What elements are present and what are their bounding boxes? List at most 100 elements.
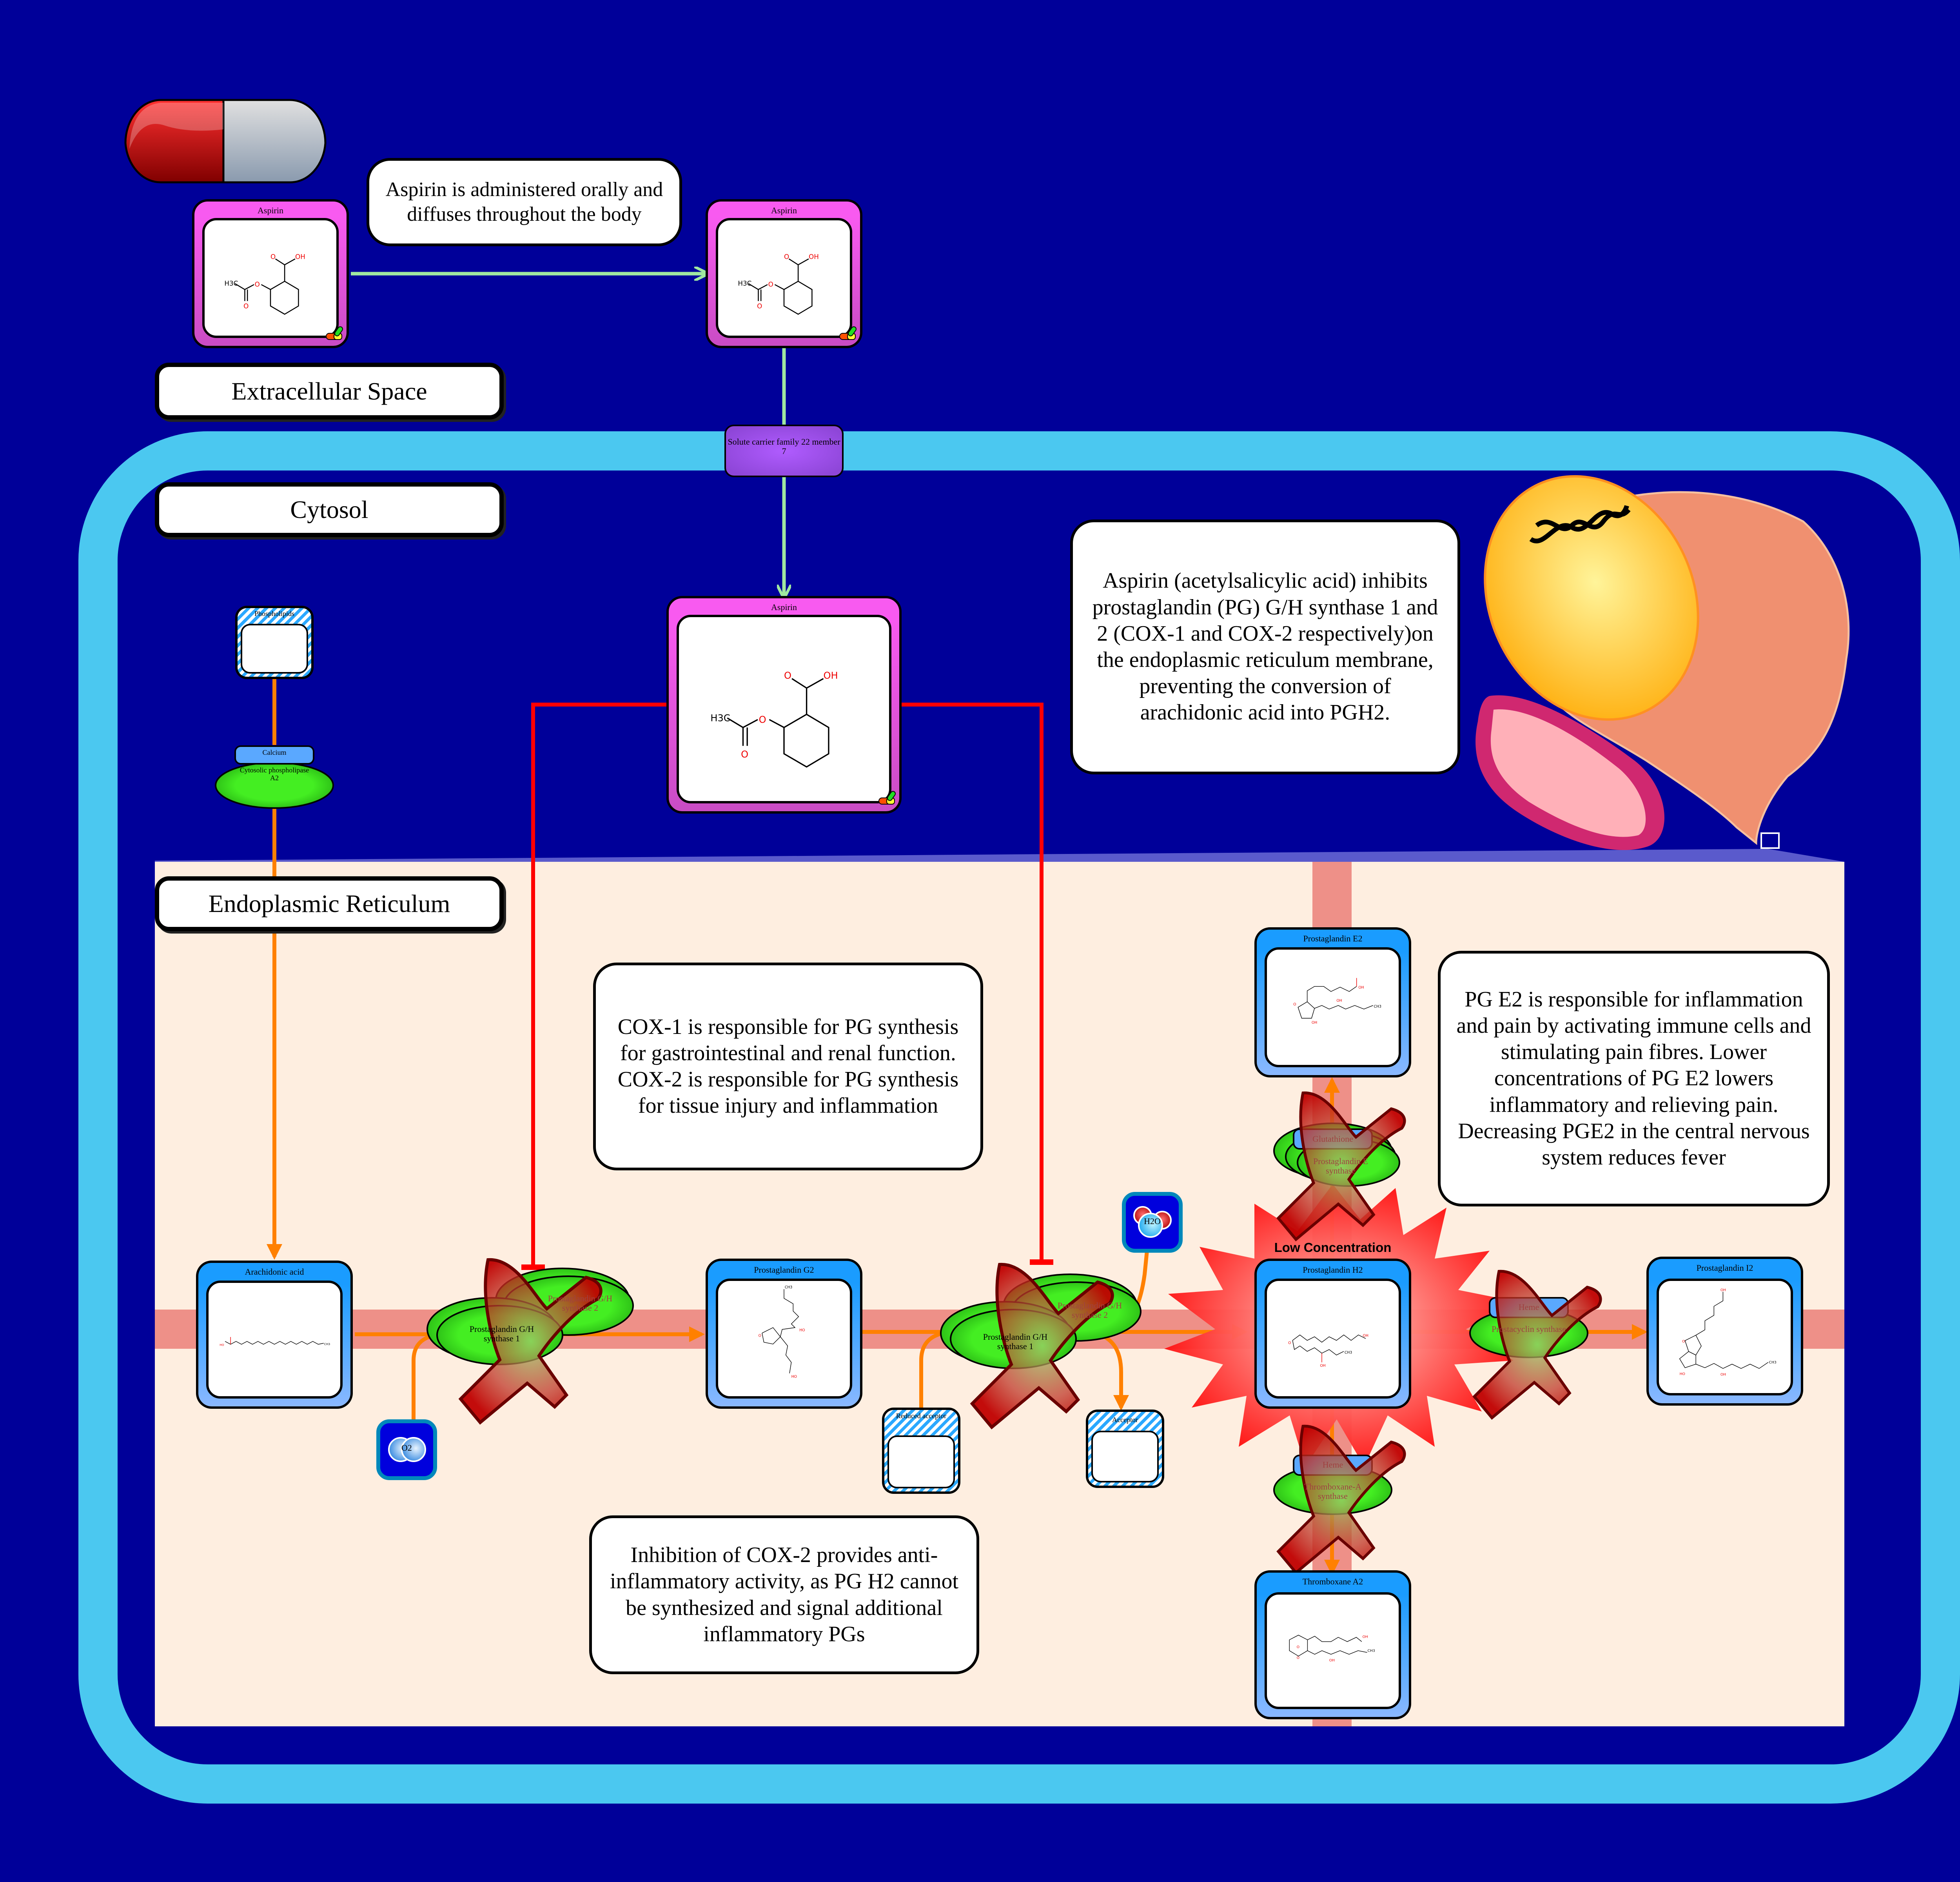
pgi2-structure: OH O HO OH CH3 bbox=[1679, 1288, 1777, 1377]
o-label: O bbox=[1297, 1645, 1299, 1649]
ch3-label: CH3 bbox=[1345, 1350, 1352, 1355]
cross-icon-txas bbox=[1276, 1424, 1406, 1575]
oh-label: OH bbox=[824, 670, 838, 681]
oh-label: OH bbox=[1720, 1373, 1726, 1377]
metabolite-title: Arachidonic acid bbox=[245, 1267, 304, 1277]
txas-label[interactable]: Thromboxane-A synthase bbox=[1304, 1482, 1362, 1501]
note-pge2: PG E2 is responsible for inflammation an… bbox=[1438, 951, 1830, 1206]
mitochondrion-illustration bbox=[1475, 695, 1664, 850]
cross-icon-pgis bbox=[1472, 1270, 1602, 1420]
oh-label: OH bbox=[1312, 1021, 1317, 1025]
metabolite-prostaglandin-g2[interactable]: Prostaglandin G2 O HO HO CH3 bbox=[706, 1259, 862, 1409]
ho-label: HO bbox=[799, 1328, 805, 1332]
o-label: O bbox=[1293, 1002, 1296, 1006]
compartment-label-extracellular: Extracellular Space bbox=[155, 363, 504, 420]
calcium-label: Calcium bbox=[262, 748, 287, 756]
cpla2-label[interactable]: Cytosolic phospholipase A2 bbox=[240, 766, 309, 782]
note-aspirin-inhibits: Aspirin (acetylsalicylic acid) inhibits … bbox=[1070, 520, 1460, 774]
metabolite-arachidonic-acid[interactable]: Arachidonic acid HO CH3 bbox=[196, 1261, 353, 1409]
oh-label: OH bbox=[1358, 985, 1364, 990]
aspirin-structure: H3C O O O OH bbox=[738, 253, 819, 315]
ch3-label: CH3 bbox=[1374, 1005, 1382, 1009]
oh-label: OH bbox=[1336, 999, 1342, 1003]
h3c-label: H3C bbox=[224, 279, 238, 287]
metabolite-title: Prostaglandin I2 bbox=[1696, 1263, 1753, 1273]
o-label: O bbox=[270, 253, 276, 260]
txa2-structure: O O OH OH CH3 bbox=[1289, 1635, 1375, 1663]
metabolite-title: Acceptor bbox=[1112, 1416, 1138, 1424]
ho-label: HO bbox=[791, 1375, 797, 1379]
h3c-label: H3C bbox=[738, 279, 751, 287]
metabolite-aspirin-extracellular[interactable]: Aspirin H3C O O O OH bbox=[192, 199, 349, 348]
metabolite-prostaglandin-i2[interactable]: Prostaglandin I2 OH O HO OH CH3 bbox=[1646, 1257, 1803, 1406]
o-label: O bbox=[784, 670, 791, 681]
ch3-label: CH3 bbox=[785, 1285, 793, 1290]
er-edge bbox=[155, 849, 1844, 862]
glutathione-label: Glutathione bbox=[1312, 1134, 1353, 1144]
o-label: O bbox=[768, 280, 773, 288]
o-label: O bbox=[759, 1333, 761, 1338]
o2-label: O2 bbox=[401, 1443, 412, 1453]
drug-badge-icon bbox=[878, 790, 898, 806]
inhibition-cox2 bbox=[902, 703, 1053, 1265]
heme-label-pgis: Heme bbox=[1518, 1302, 1539, 1312]
metabolite-phospholipids[interactable]: Phospholipids bbox=[235, 606, 314, 679]
cross-icon-pges bbox=[1276, 1091, 1406, 1242]
h2o-icon bbox=[1122, 1192, 1183, 1253]
low-concentration-label: Low Concentration bbox=[1274, 1240, 1392, 1255]
note-cox-roles: COX-1 is responsible for PG synthesis fo… bbox=[593, 963, 983, 1170]
metabolite-title: Reduced acceptor bbox=[896, 1412, 947, 1420]
oh-label: OH bbox=[1363, 1333, 1368, 1338]
ho-label: HO bbox=[1680, 1372, 1685, 1376]
metabolite-title: Prostaglandin G2 bbox=[754, 1265, 814, 1275]
transporter-label[interactable]: Solute carrier family 22 member 7 bbox=[728, 437, 840, 456]
aspirin-structure: H3C O O O OH bbox=[224, 253, 305, 315]
calcium-cofactor bbox=[234, 745, 314, 765]
cox1-label-b[interactable]: Prostaglandin G/H synthase 1 bbox=[983, 1332, 1048, 1352]
note-cox2-inhibition: Inhibition of COX-2 provides anti-inflam… bbox=[589, 1515, 979, 1674]
metabolite-prostaglandin-h2[interactable]: Prostaglandin H2 O OH OH CH3 bbox=[1254, 1259, 1411, 1409]
oh-label: OH bbox=[1329, 1659, 1335, 1663]
metabolite-thromboxane-a2[interactable]: Thromboxane A2 O O OH OH CH3 bbox=[1254, 1570, 1411, 1719]
metabolite-aspirin-membrane[interactable]: Aspirin H3C O O O OH bbox=[706, 199, 862, 348]
pgis-label[interactable]: Prostacyclin synthase bbox=[1491, 1324, 1566, 1334]
aspirin-structure: H3C O O O OH bbox=[710, 670, 838, 768]
o-label: O bbox=[255, 280, 260, 288]
metabolite-title: Aspirin bbox=[771, 602, 797, 612]
oh-label: OH bbox=[809, 253, 819, 260]
cell-membrane bbox=[78, 431, 1960, 1804]
o-label: O bbox=[741, 749, 748, 760]
ch3-label: CH3 bbox=[1769, 1360, 1777, 1364]
o-label: O bbox=[784, 253, 789, 260]
compartment-label-cytosol: Cytosol bbox=[155, 482, 504, 537]
nucleus-illustration bbox=[1484, 475, 1699, 721]
ch3-label: CH3 bbox=[1368, 1649, 1375, 1653]
cox2-label[interactable]: Prostaglandin G/H synthase 2 bbox=[548, 1293, 613, 1313]
metabolite-aspirin-cytosol[interactable]: Aspirin H3C O O O OH bbox=[666, 596, 902, 814]
metabolite-acceptor[interactable]: Acceptor bbox=[1086, 1410, 1164, 1488]
drug-badge-icon bbox=[325, 325, 345, 341]
metabolite-prostaglandin-e2[interactable]: Prostaglandin E2 O OH OH OH CH3 bbox=[1254, 927, 1411, 1077]
dna-icon bbox=[1529, 505, 1631, 543]
cox1-label[interactable]: Prostaglandin G/H synthase 1 bbox=[469, 1324, 534, 1344]
o-label: O bbox=[757, 302, 762, 310]
metabolite-title: Prostaglandin H2 bbox=[1303, 1265, 1363, 1275]
metabolite-title: Thromboxane A2 bbox=[1302, 1577, 1363, 1586]
o-label: O bbox=[1288, 1341, 1291, 1345]
drug-badge-icon bbox=[839, 325, 858, 341]
pges-label[interactable]: Prostaglandin E synthase bbox=[1313, 1156, 1368, 1176]
pgh2-structure: O OH OH CH3 bbox=[1288, 1333, 1368, 1368]
cross-icon-cox1 bbox=[458, 1258, 603, 1425]
compartment-label-er: Endoplasmic Reticulum bbox=[155, 876, 504, 931]
pge2-structure: O OH OH OH CH3 bbox=[1293, 978, 1382, 1025]
metabolite-title: Aspirin bbox=[258, 205, 283, 215]
oh-label: OH bbox=[1363, 1635, 1368, 1639]
o-label: O bbox=[1682, 1339, 1685, 1344]
transporter-slc22a7 bbox=[724, 425, 844, 477]
zoom-region-marker bbox=[1760, 832, 1780, 849]
metabolite-reduced-acceptor[interactable]: Reduced acceptor bbox=[882, 1408, 960, 1494]
cox2-label-b[interactable]: Prostaglandin G/H synthase 2 bbox=[1057, 1301, 1122, 1320]
o2-icon bbox=[376, 1419, 437, 1480]
o-label: O bbox=[759, 714, 766, 725]
